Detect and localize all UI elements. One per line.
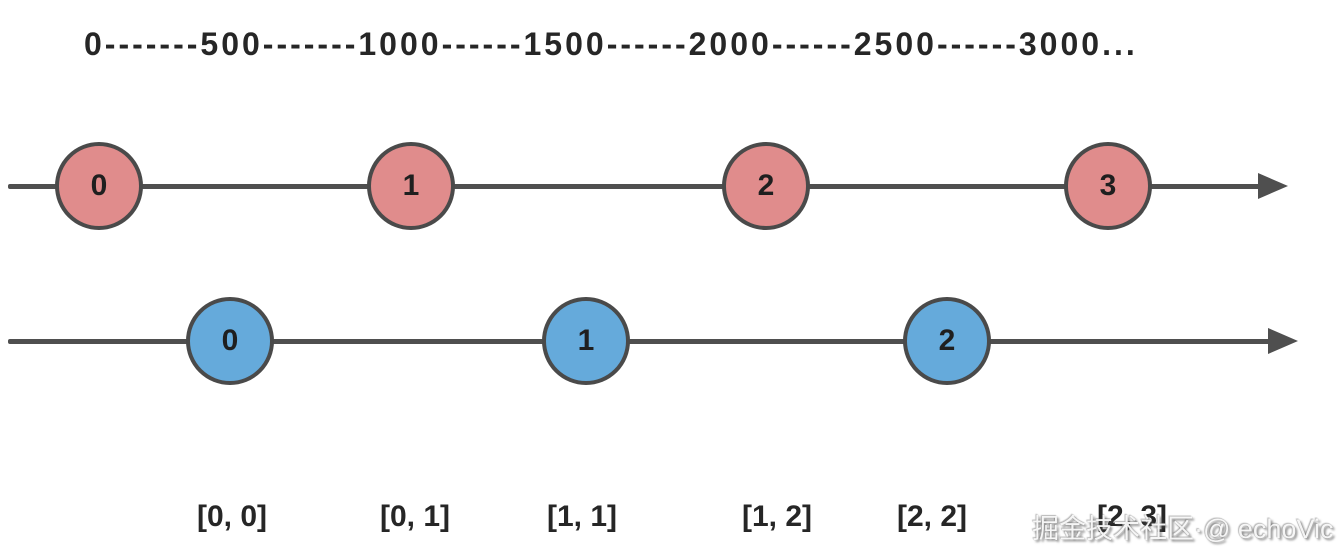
timeline-blue-arrowhead-icon [1268,328,1298,354]
node-label: 2 [757,169,775,202]
watermark: 掘金技术社区·@ echoVic [1032,514,1334,544]
red-timeline-node-0: 0 [55,142,143,230]
interval-label: [2, 3] [1096,500,1168,533]
node-label: 0 [90,169,108,202]
timeline-red-axis-line [8,184,1260,189]
time-ruler: 0-------500-------1000------1500------20… [84,26,1138,62]
blue-timeline-node-1: 1 [542,297,630,385]
timeline-blue-axis-line [8,339,1270,344]
node-label: 2 [938,324,956,357]
interval-label: [0, 0] [196,500,268,533]
blue-timeline-node-0: 0 [186,297,274,385]
node-label: 1 [577,324,595,357]
blue-timeline-node-2: 2 [903,297,991,385]
red-timeline-node-3: 3 [1064,142,1152,230]
red-timeline-node-2: 2 [722,142,810,230]
node-label: 0 [221,324,239,357]
interval-label: [1, 1] [546,500,618,533]
timeline-red-arrowhead-icon [1258,173,1288,199]
interval-label: [2, 2] [896,500,968,533]
interval-labels-row: [0, 0] [0, 1] [1, 1] [1, 2] [2, 2] [2, 3] [0,500,1344,542]
node-label: 1 [402,169,420,202]
interval-label: [0, 1] [379,500,451,533]
red-timeline-node-1: 1 [367,142,455,230]
interval-label: [1, 2] [741,500,813,533]
node-label: 3 [1099,169,1117,202]
